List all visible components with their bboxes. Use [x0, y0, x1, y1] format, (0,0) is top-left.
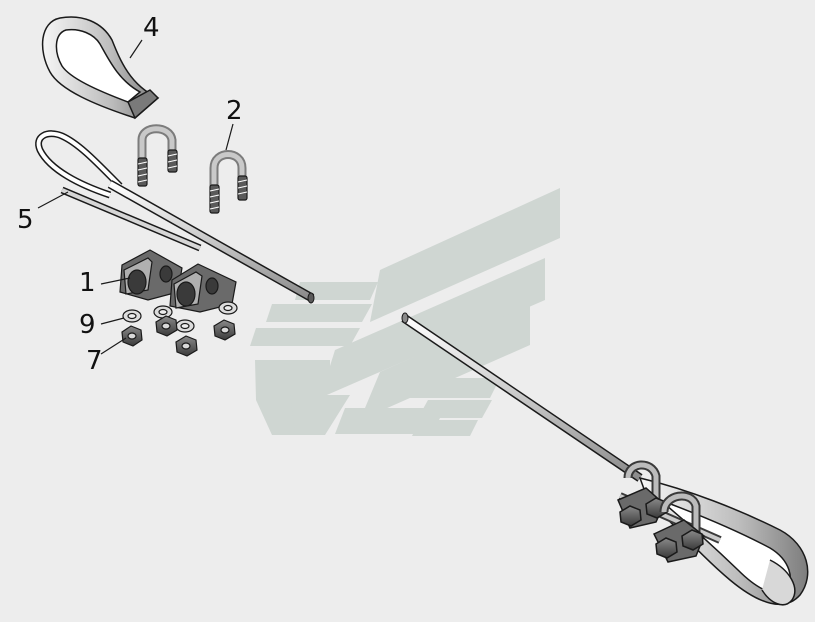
- assembled-cable-end: [617, 460, 809, 606]
- leader-2: [225, 123, 234, 151]
- callout-1: 1: [79, 268, 96, 298]
- nuts: [121, 315, 236, 357]
- u-bolt-1: [137, 124, 178, 187]
- cable-loop-left: [35, 130, 315, 304]
- leader-9: [100, 317, 125, 325]
- callout-7: 7: [86, 346, 103, 376]
- callout-4: 4: [143, 13, 160, 43]
- leader-lines: [37, 39, 234, 355]
- cable-right: [401, 312, 643, 482]
- watermark-logo-icon: [250, 188, 560, 436]
- thimble-top: [41, 16, 160, 120]
- clamp-saddle-1: [119, 249, 183, 301]
- clamp-saddle-2: [169, 263, 237, 313]
- leader-5: [37, 191, 69, 209]
- callout-2: 2: [226, 96, 243, 126]
- callout-5: 5: [17, 205, 34, 235]
- leader-1: [100, 277, 131, 285]
- leader-4: [129, 39, 143, 59]
- leader-7: [100, 337, 127, 355]
- u-bolt-2: [209, 150, 248, 214]
- washers: [122, 301, 238, 333]
- callout-9: 9: [79, 310, 96, 340]
